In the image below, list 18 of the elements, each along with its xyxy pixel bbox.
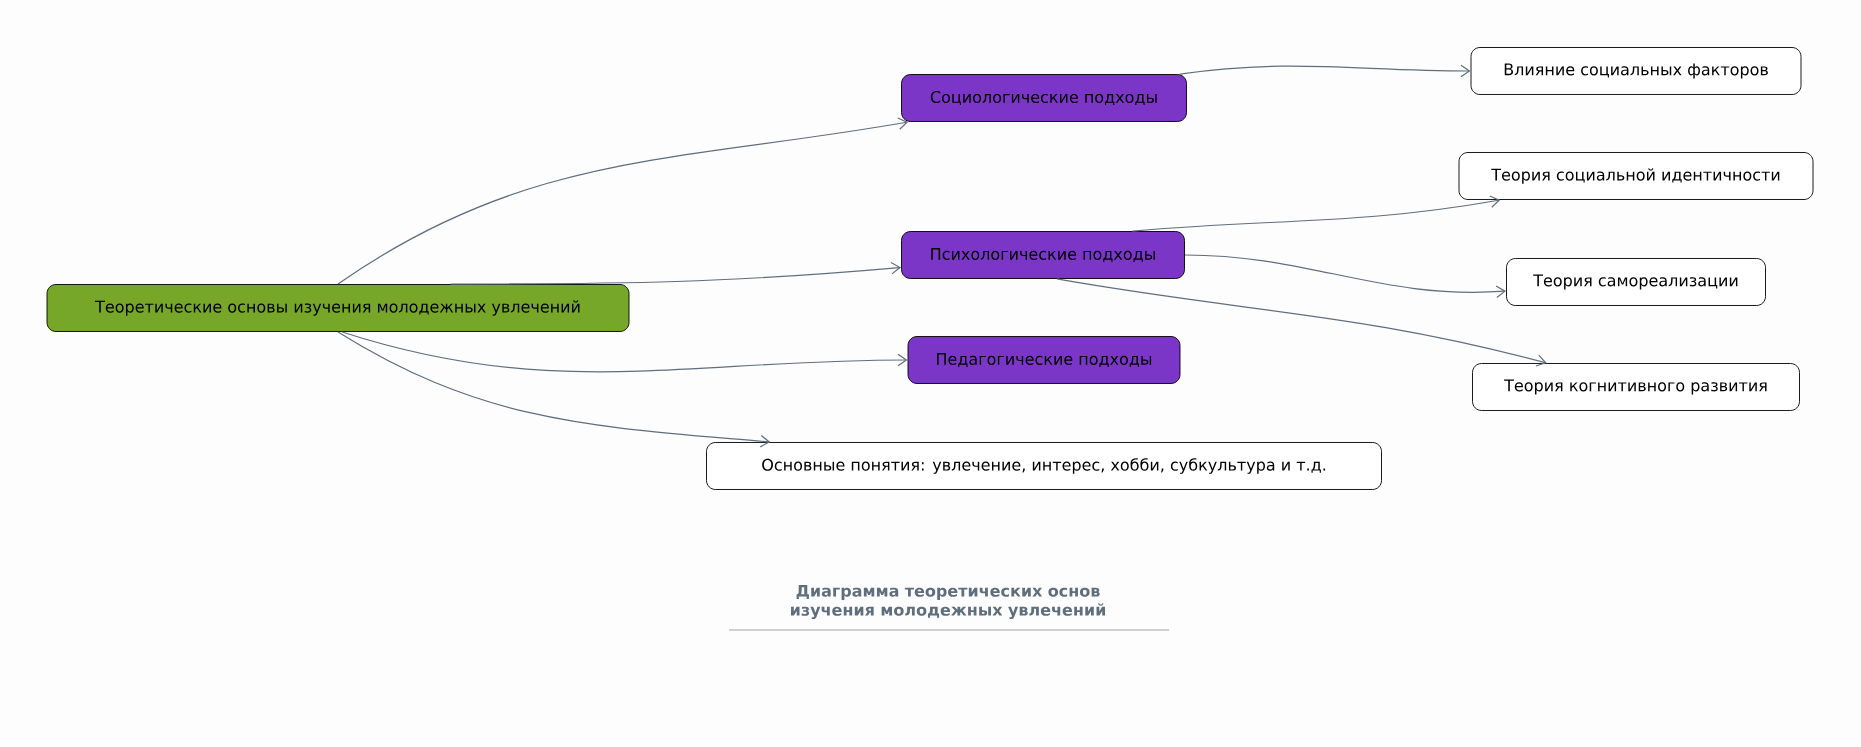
- category-box: Психологические подходы: [901, 231, 1185, 279]
- arrow: [1056, 278, 1547, 367]
- theory-box: Теория социальной идентичности: [1458, 152, 1814, 200]
- arrow: [337, 331, 771, 448]
- arrow: [1184, 254, 1507, 299]
- arrow: [1179, 64, 1471, 78]
- arrow: [337, 117, 909, 285]
- category-box: Педагогические подходы: [907, 336, 1181, 384]
- caption: Диаграмма теоретических основ изучения молодежных увлечений: [791, 584, 1105, 620]
- theory-box: Основные понятия: увлечение, интерес, хобби, субкультура и т.д.: [706, 442, 1382, 490]
- topic-box: Теоретические основы изучения молодежных увлечений: [46, 284, 630, 332]
- arrow: [1131, 195, 1501, 232]
- category-box: Социологические подходы: [901, 74, 1187, 122]
- theory-box: Влияние социальных факторов: [1470, 47, 1802, 95]
- arrow: [341, 331, 908, 373]
- theory-box: Теория самореализации: [1506, 258, 1766, 306]
- arrow: [450, 261, 902, 285]
- theory-box: Теория когнитивного развития: [1472, 363, 1800, 411]
